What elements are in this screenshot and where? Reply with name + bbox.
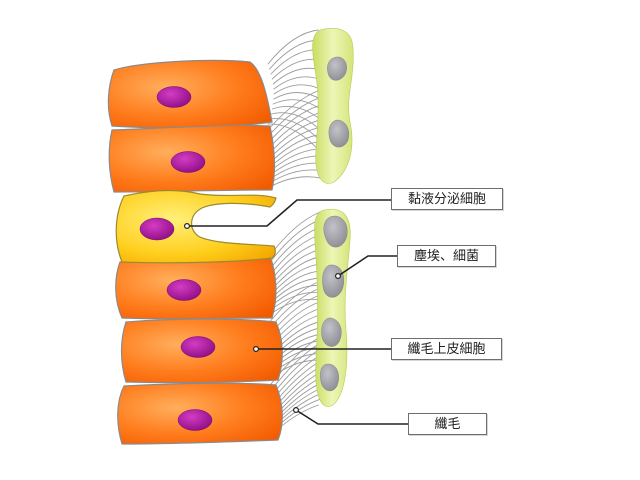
nucleus-1 (156, 86, 192, 108)
leader-dot-cilia (293, 407, 300, 414)
goblet-cell (115, 189, 277, 264)
leader-dot-dust (335, 273, 342, 280)
nucleus-2 (170, 151, 206, 173)
leader-cilia (295, 409, 408, 425)
cilium (267, 29, 319, 65)
leader-dot-goblet (184, 223, 191, 230)
cilium (267, 123, 320, 151)
leader-dots (184, 223, 342, 414)
cilium (270, 162, 323, 179)
cilium (270, 112, 321, 131)
cilium (269, 118, 320, 141)
particle-5 (321, 317, 342, 347)
label-dust-bacteria: 塵埃、細菌 (397, 245, 496, 267)
label-goblet-cell: 黏液分泌細胞 (391, 188, 503, 210)
nuclei (139, 86, 216, 431)
cilium (269, 96, 322, 136)
label-cilia: 纖毛 (408, 413, 487, 435)
nucleus-4 (180, 336, 216, 358)
particle-3 (323, 215, 348, 248)
nucleus-3 (166, 279, 202, 301)
mucus-layer-upper (312, 28, 354, 184)
cilium (267, 281, 319, 325)
cilium (273, 92, 323, 101)
cilium (272, 67, 322, 85)
particle-2 (328, 119, 350, 148)
nucleus-goblet (139, 217, 175, 241)
leader-lines (187, 199, 408, 425)
leader-dot-epithelial (253, 346, 260, 353)
cilium (272, 99, 323, 111)
mucus-layer-lower (314, 208, 351, 407)
particle-6 (320, 363, 339, 392)
leader-dust (337, 255, 397, 277)
label-ciliated-epithelial-cell: 纖毛上皮細胞 (391, 338, 502, 360)
dust-bacteria-particles (320, 56, 350, 392)
cilium (267, 176, 322, 189)
cilium (267, 89, 321, 131)
cilium (269, 39, 320, 70)
cilium (271, 58, 322, 80)
leader-goblet (187, 199, 391, 227)
particle-4 (322, 264, 344, 298)
cilium (269, 218, 322, 264)
cilium (270, 104, 323, 141)
particle-1 (327, 56, 347, 81)
cilium (267, 337, 319, 389)
cilium (269, 169, 322, 184)
cilium (271, 106, 322, 121)
nucleus-5 (177, 409, 213, 431)
